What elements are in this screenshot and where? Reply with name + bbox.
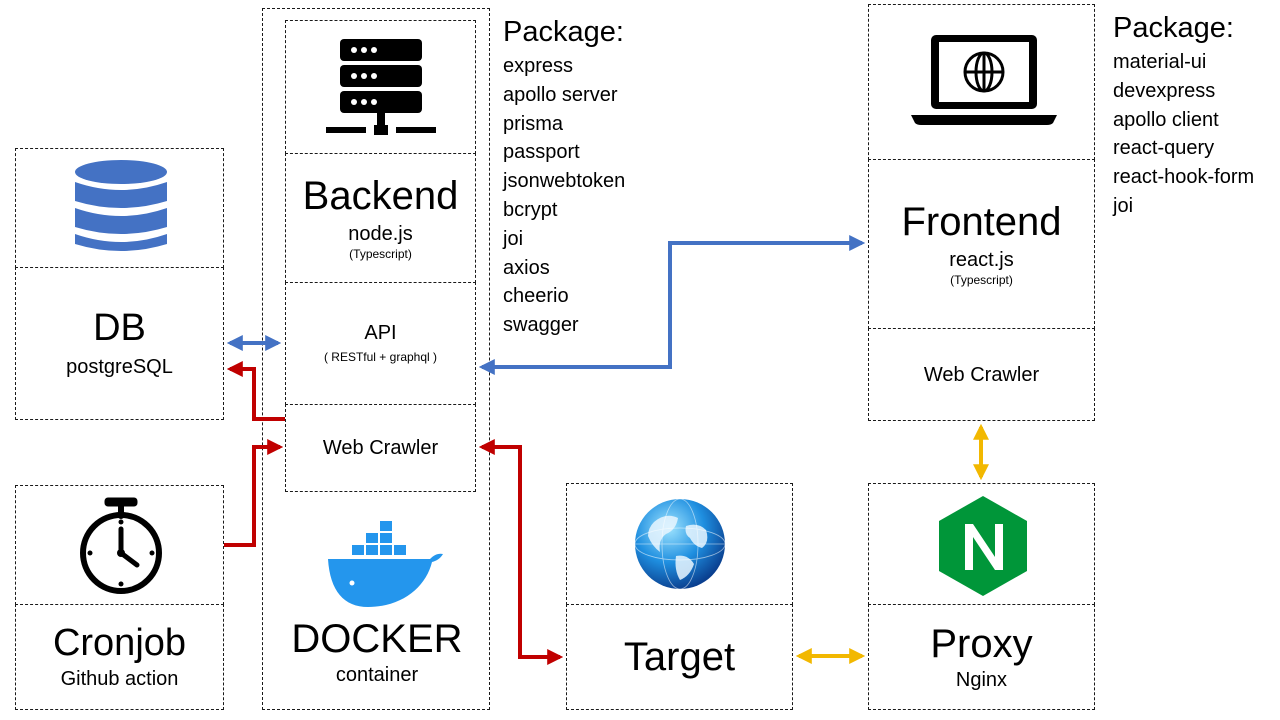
backend-packages-heading: Package:: [503, 16, 624, 48]
cronjob-box: Cronjob Github action: [15, 604, 224, 710]
api-title: API: [364, 322, 397, 345]
docker-subtitle: container: [335, 664, 419, 686]
package-item: react-hook-form: [1113, 166, 1255, 189]
backend-packages-list: express apollo server prisma passport js…: [503, 52, 625, 340]
docker-title: DOCKER: [291, 617, 463, 661]
nginx-logo-icon: [939, 496, 1027, 596]
cronjob-icon-box: [15, 485, 224, 605]
frontend-web-crawler-box: Web Crawler: [868, 328, 1095, 421]
proxy-title: Proxy: [930, 622, 1033, 666]
db-subtitle: postgreSQL: [66, 356, 173, 379]
proxy-icon-box: [868, 483, 1095, 605]
cronjob-title: Cronjob: [52, 622, 187, 665]
api-box: API ( RESTful + graphql ): [285, 282, 476, 405]
backend-title: Backend: [302, 173, 459, 218]
package-item: cheerio: [503, 285, 569, 308]
backend-subtitle: node.js: [348, 222, 413, 245]
target-icon-box: [566, 483, 793, 605]
docker-label: DOCKER container: [263, 617, 491, 687]
frontend-web-crawler-label: Web Crawler: [923, 363, 1040, 386]
docker-container: DOCKER container: [262, 8, 490, 710]
database-icon: [75, 160, 167, 251]
package-item: jsonwebtoken: [503, 170, 626, 193]
target-title: Target: [623, 635, 736, 679]
package-item: joi: [1113, 194, 1134, 217]
crawler-target-arrow: [478, 439, 564, 665]
frontend-icon-box: [868, 4, 1095, 160]
proxy-subtitle: Nginx: [955, 669, 1008, 691]
frontend-note: (Typescript): [950, 272, 1013, 287]
package-item: react-query: [1113, 137, 1215, 160]
package-item: axios: [503, 256, 550, 279]
package-item: apollo client: [1113, 108, 1219, 131]
frontend-subtitle: react.js: [949, 248, 1014, 271]
package-item: swagger: [503, 314, 579, 337]
backend-web-crawler-box: Web Crawler: [285, 404, 476, 492]
cronjob-subtitle: Github action: [60, 667, 179, 690]
target-box: Target: [566, 604, 793, 710]
proxy-box: Proxy Nginx: [868, 604, 1095, 710]
package-item: devexpress: [1113, 79, 1216, 102]
api-subtitle: ( RESTful + graphql ): [323, 350, 438, 365]
db-box: DB postgreSQL: [15, 267, 224, 420]
package-item: apollo server: [503, 83, 618, 106]
frontend-packages-heading: Package:: [1113, 12, 1234, 44]
package-item: joi: [503, 227, 524, 250]
frontend-title: Frontend: [901, 199, 1062, 244]
laptop-globe-icon: [911, 35, 1057, 125]
package-item: express: [503, 55, 574, 77]
package-item: material-ui: [1113, 51, 1207, 73]
package-item: bcrypt: [503, 198, 558, 221]
backend-box: Backend node.js (Typescript): [285, 153, 476, 283]
frontend-box: Frontend react.js (Typescript): [868, 159, 1095, 329]
globe-icon: [634, 498, 726, 590]
frontend-packages-list: material-ui devexpress apollo client rea…: [1113, 48, 1254, 221]
backend-web-crawler-label: Web Crawler: [322, 437, 439, 459]
db-icon-box: [15, 148, 224, 268]
package-item: passport: [503, 141, 580, 164]
db-title: DB: [93, 306, 146, 349]
stopwatch-icon: [80, 497, 162, 594]
docker-whale-icon: [328, 521, 443, 607]
backend-icon-box: [285, 20, 476, 154]
package-item: prisma: [503, 112, 564, 135]
server-icon: [326, 39, 436, 135]
backend-note: (Typescript): [349, 246, 412, 261]
